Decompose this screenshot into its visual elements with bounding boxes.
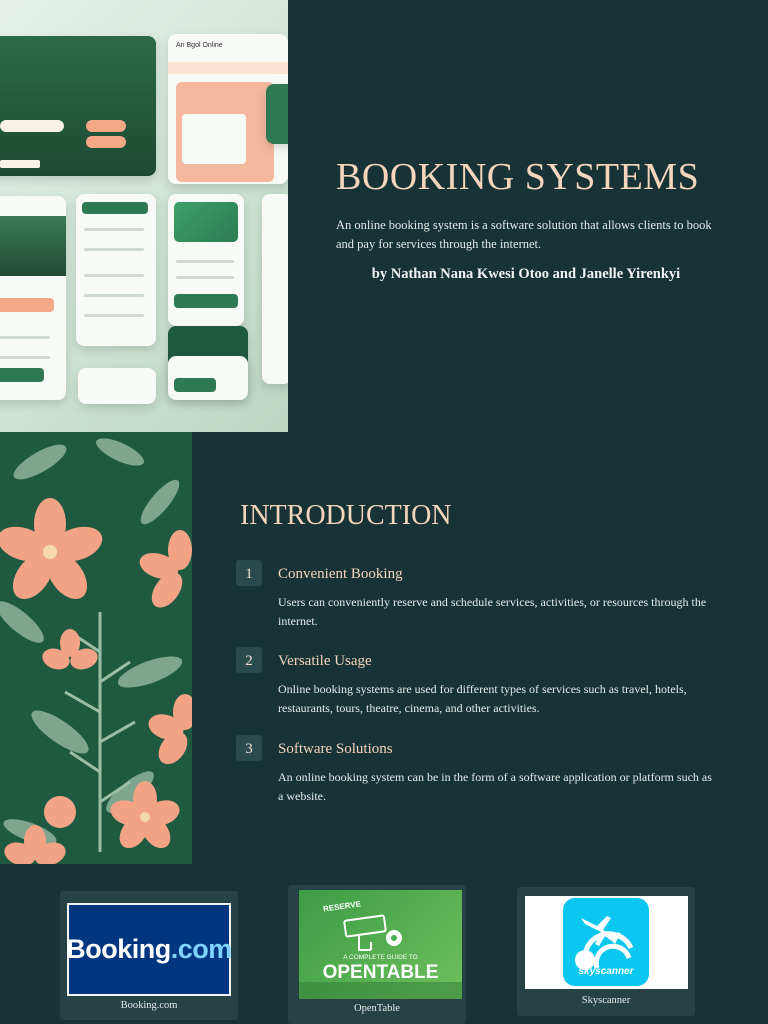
plane-sunrise-icon	[575, 916, 634, 970]
opentable-logo: RESERVE A COMPLETE GUIDE TO OPENTABLE	[299, 890, 462, 999]
mockup-title-text: An Bgol Online	[176, 42, 223, 49]
introduction-heading: INTRODUCTION	[240, 500, 452, 531]
hero-app-mockup-image: An Bgol Online	[0, 0, 288, 432]
mockup-forest-card	[0, 36, 156, 176]
item-heading: Versatile Usage	[278, 653, 372, 669]
guide-subtitle: A COMPLETE GUIDE TO	[343, 954, 418, 961]
skyscanner-wordmark: skyscanner	[578, 966, 634, 977]
floral-pattern-image	[0, 432, 192, 864]
logo-caption: Booking.com	[120, 1000, 178, 1011]
hero-description: An online booking system is a software s…	[336, 218, 712, 251]
mockup-list-card	[0, 196, 66, 400]
skyscanner-logo: skyscanner	[525, 896, 688, 989]
authors-line: by Nathan Nana Kwesi Otoo and Janelle Yi…	[371, 266, 681, 282]
booking-logo: Booking.com	[66, 903, 232, 996]
item-heading: Software Solutions	[278, 741, 393, 757]
logo-card-opentable: RESERVE A COMPLETE GUIDE TO OPENTABLE Op…	[288, 885, 466, 1024]
item-number-badge: 1	[236, 560, 262, 586]
mockup-payment-card	[168, 194, 244, 326]
page-title: BOOKING SYSTEMS	[336, 156, 700, 198]
item-text: An online booking system can be in the f…	[278, 770, 712, 803]
floral-illustration	[0, 438, 192, 864]
intro-item-software-solutions: 3 Software Solutions An online booking s…	[236, 735, 716, 807]
logo-card-booking: Booking.com Booking.com	[60, 891, 238, 1020]
item-text: Online booking systems are used for diff…	[278, 682, 687, 715]
logo-caption: Skyscanner	[581, 995, 631, 1006]
intro-item-convenient-booking: 1 Convenient Booking Users can convenien…	[236, 560, 716, 632]
intro-item-versatile-usage: 2 Versatile Usage Online booking systems…	[236, 647, 716, 719]
item-number-badge: 3	[236, 735, 262, 761]
item-heading: Convenient Booking	[278, 566, 403, 582]
mockup-form-card	[76, 194, 156, 346]
opentable-wordmark: OPENTABLE	[322, 962, 439, 983]
skyscanner-app-icon: skyscanner	[563, 898, 649, 986]
reserve-hand-icon	[299, 914, 462, 999]
item-text: Users can conveniently reserve and sched…	[278, 595, 707, 628]
logo-caption: OpenTable	[354, 1003, 400, 1014]
item-number-badge: 2	[236, 647, 262, 673]
logo-card-skyscanner: skyscanner Skyscanner	[517, 887, 695, 1016]
